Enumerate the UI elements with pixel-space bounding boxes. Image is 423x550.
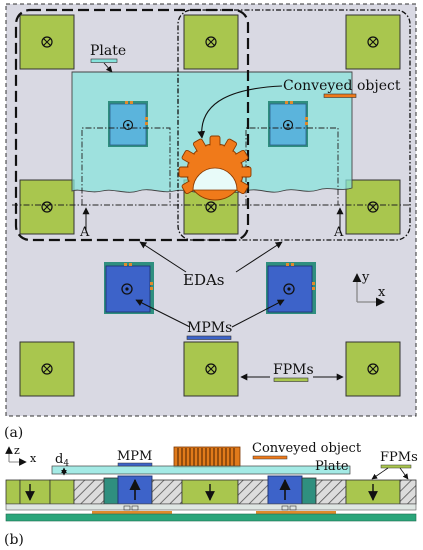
axis-indicator-zx: z x — [5, 444, 37, 466]
section-marker-left: A — [79, 207, 90, 240]
svg-text:y: y — [361, 270, 370, 285]
panel-a-caption: (a) — [4, 425, 23, 441]
hatched-spacer — [315, 479, 347, 505]
svg-text:MPM: MPM — [117, 449, 152, 464]
mpms-label: MPMs — [135, 299, 285, 340]
cross-circle-icon — [41, 36, 53, 48]
base-board — [5, 513, 417, 522]
svg-text:Plate: Plate — [90, 43, 126, 59]
fpm-module — [183, 14, 239, 70]
coil-traces — [92, 505, 336, 514]
fpm-module — [19, 341, 75, 397]
fpm-grid — [19, 14, 401, 397]
cross-circle-icon — [205, 363, 217, 375]
hatched-spacer — [399, 479, 417, 505]
panel-a: Plate Conveyed object A A EDAs — [5, 3, 417, 417]
dot-circle-icon — [122, 119, 134, 131]
mpm-under-plate-right — [268, 101, 308, 147]
mpm-cross-section-edge — [301, 477, 317, 505]
svg-text:Plate: Plate — [315, 459, 349, 474]
dot-circle-icon — [283, 283, 295, 295]
gear-icon — [178, 135, 252, 201]
d4-dimension: d4 — [55, 452, 69, 476]
cross-circle-icon — [41, 363, 53, 375]
fpm-module — [19, 14, 75, 70]
fpm-module — [19, 179, 75, 235]
svg-text:x: x — [378, 285, 386, 300]
section-marker-right: A — [333, 207, 344, 240]
svg-text:z: z — [14, 444, 20, 457]
hatched-spacer — [151, 479, 183, 505]
svg-text:x: x — [30, 452, 37, 465]
fpm-module — [345, 179, 401, 235]
conveyed-object-b-label: Conveyed object — [252, 441, 362, 460]
plate-label: Plate — [90, 43, 126, 73]
mpm-b-label: MPM — [117, 449, 152, 467]
mpm-cross-section-edge — [103, 477, 119, 505]
svg-text:FPMs: FPMs — [273, 362, 314, 378]
fpm-cross-section — [5, 479, 21, 505]
mpm-module-right — [266, 262, 316, 314]
svg-text:A: A — [79, 225, 90, 240]
conveyed-object-label: Conveyed object — [197, 78, 401, 139]
fpm-module — [345, 14, 401, 70]
svg-text:Conveyed object: Conveyed object — [283, 78, 401, 94]
svg-text:FPMs: FPMs — [380, 450, 418, 465]
mpm-module-left — [104, 262, 154, 314]
svg-text:A: A — [333, 225, 344, 240]
fpm-module — [183, 341, 239, 397]
fpm-module — [345, 341, 401, 397]
base-layer — [5, 503, 417, 511]
cross-circle-icon — [205, 36, 217, 48]
axis-indicator-xy: y x — [352, 270, 386, 307]
eda-boundary-right — [177, 9, 411, 241]
hatched-spacer — [237, 479, 269, 505]
fpms-b-label: FPMs — [371, 450, 418, 480]
panel-b: z x Conveyed object Plate d4 MPM — [5, 441, 418, 522]
module-row — [5, 475, 417, 505]
cross-circle-icon — [367, 363, 379, 375]
svg-text:Conveyed object: Conveyed object — [252, 441, 362, 456]
fpm-cross-section — [49, 479, 75, 505]
svg-text:MPMs: MPMs — [187, 320, 232, 336]
hatched-spacer — [73, 479, 105, 505]
panel-b-caption: (b) — [4, 532, 24, 548]
edas-label: EDAs — [183, 271, 225, 289]
plate-b-label: Plate — [315, 459, 349, 474]
mpm-under-plate-left — [108, 101, 148, 147]
cross-circle-icon — [367, 36, 379, 48]
fpm-cross-section — [19, 479, 51, 505]
plate-b — [51, 465, 351, 475]
section-line — [12, 127, 410, 206]
dot-circle-icon — [121, 283, 133, 295]
eda-boundary-left — [14, 8, 250, 242]
svg-text:d4: d4 — [55, 452, 69, 469]
fpms-label: FPMs — [240, 362, 344, 382]
dot-circle-icon — [282, 119, 294, 131]
conveyed-object-block — [173, 446, 241, 468]
